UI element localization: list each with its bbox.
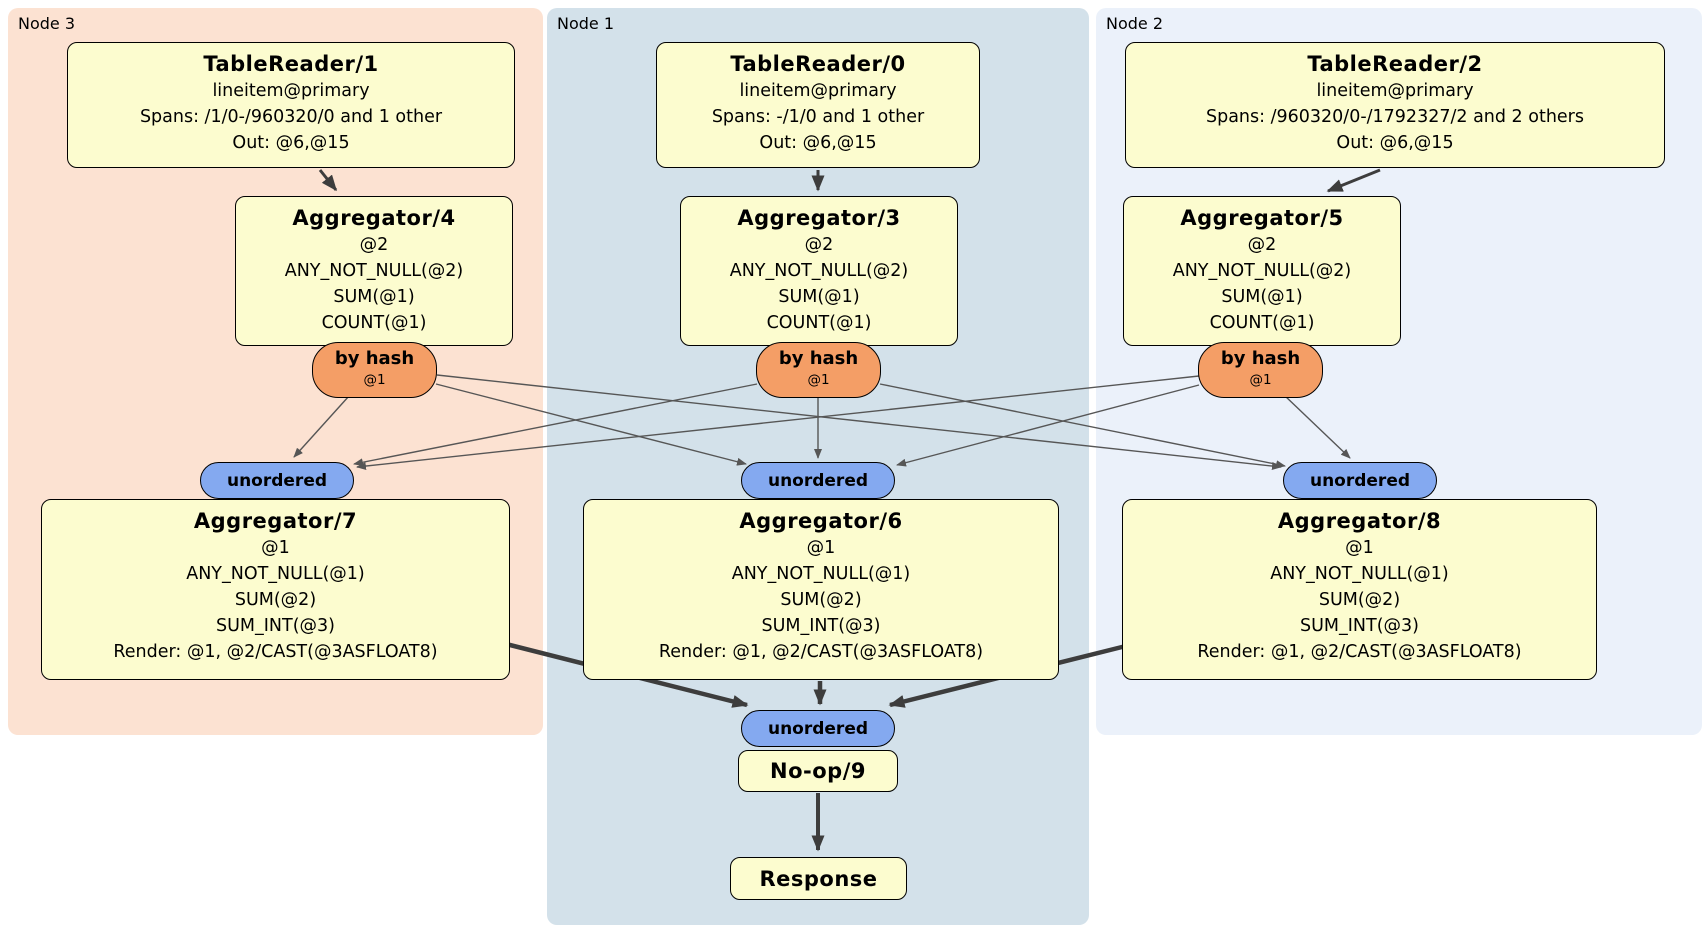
edge-hashL-syncR [436,374,1282,471]
processor-aggregator-7: Aggregator/7 @1 ANY_NOT_NULL(@1) SUM(@2)… [41,499,510,680]
processor-detail: ANY_NOT_NULL(@1) [731,564,911,584]
processor-detail: lineitem@primary [212,81,370,101]
processor-detail: SUM_INT(@3) [1300,616,1419,636]
processor-tablereader-2: TableReader/2 lineitem@primary Spans: /9… [1125,42,1665,168]
sync-label: unordered [767,718,869,739]
edge-hashL-syncM [435,383,747,466]
processor-tablereader-1: TableReader/1 lineitem@primary Spans: /1… [67,42,515,168]
sync-unordered-node2: unordered [1283,462,1437,499]
processor-aggregator-3: Aggregator/3 @2 ANY_NOT_NULL(@2) SUM(@1)… [680,196,958,346]
processor-detail: ANY_NOT_NULL(@1) [186,564,365,584]
processor-detail: @2 [1247,235,1277,255]
region-node1-label: Node 1 [557,14,615,33]
processor-title: No-op/9 [770,759,866,783]
processor-detail: SUM(@2) [780,590,862,610]
processor-detail: ANY_NOT_NULL(@2) [1172,261,1352,281]
sync-unordered-final: unordered [741,710,895,747]
region-node3-label: Node 3 [18,14,76,33]
processor-response: Response [730,857,907,900]
processor-noop-9: No-op/9 [738,750,898,792]
processor-tablereader-0: TableReader/0 lineitem@primary Spans: -/… [656,42,980,168]
processor-aggregator-8: Aggregator/8 @1 ANY_NOT_NULL(@1) SUM(@2)… [1122,499,1597,680]
processor-detail: SUM(@1) [778,287,860,307]
processor-detail: SUM_INT(@3) [761,616,881,636]
processor-detail: SUM(@1) [333,287,415,307]
sync-label: unordered [1309,470,1411,491]
sync-unordered-node1: unordered [741,462,895,499]
router-label: by hash [778,348,859,369]
processor-detail: Out: @6,@15 [1336,133,1454,153]
processor-title: TableReader/1 [203,52,379,76]
processor-detail: SUM(@1) [1221,287,1303,307]
router-by-hash-node3: by hash @1 [312,342,437,398]
processor-title: TableReader/2 [1307,52,1483,76]
processor-detail: Spans: /960320/0-/1792327/2 and 2 others [1205,107,1584,127]
processor-detail: SUM(@2) [234,590,317,610]
edge-tr1-agg4 [318,169,338,192]
processor-title: Aggregator/7 [193,509,358,533]
region-node2-label: Node 2 [1106,14,1164,33]
processor-title: Aggregator/8 [1277,509,1442,533]
sync-label: unordered [226,470,328,491]
processor-detail: ANY_NOT_NULL(@1) [1270,564,1449,584]
edge-hashR-syncR [1283,394,1351,459]
processor-title: Aggregator/4 [292,206,456,230]
sync-label: unordered [767,470,869,491]
processor-detail: SUM_INT(@3) [216,616,335,636]
processor-detail: lineitem@primary [739,81,897,101]
processor-title: Aggregator/6 [739,509,903,533]
router-columns: @1 [363,372,386,388]
processor-title: Response [759,866,878,891]
processor-detail: @1 [806,538,836,558]
edge-hashM-syncR [879,383,1286,469]
processor-detail: Render: @1, @2/CAST(@3ASFLOAT8) [113,642,438,662]
processor-detail: @1 [261,538,290,558]
processor-detail: lineitem@primary [1316,81,1474,101]
processor-detail: @2 [359,235,389,255]
processor-detail: COUNT(@1) [1209,313,1315,333]
processor-aggregator-5: Aggregator/5 @2 ANY_NOT_NULL(@2) SUM(@1)… [1123,196,1401,346]
processor-detail: Spans: -/1/0 and 1 other [711,107,925,127]
edge-tr2-agg5 [1326,168,1381,193]
processor-detail: ANY_NOT_NULL(@2) [729,261,909,281]
processor-aggregator-4: Aggregator/4 @2 ANY_NOT_NULL(@2) SUM(@1)… [235,196,513,346]
processor-title: Aggregator/5 [1180,206,1344,230]
processor-detail: @1 [1345,538,1374,558]
processor-detail: COUNT(@1) [321,313,427,333]
processor-detail: ANY_NOT_NULL(@2) [284,261,464,281]
sync-unordered-node3: unordered [200,462,354,499]
edge-hashR-syncM [896,384,1200,467]
edge-hashM-syncL [353,383,758,467]
router-by-hash-node1: by hash @1 [756,342,881,398]
processor-detail: Render: @1, @2/CAST(@3ASFLOAT8) [1197,642,1522,662]
processor-detail: @2 [804,235,834,255]
processor-detail: COUNT(@1) [766,313,872,333]
processor-detail: SUM(@2) [1318,590,1401,610]
router-label: by hash [334,348,415,369]
edge-hashL-syncL [293,395,350,458]
processor-aggregator-6: Aggregator/6 @1 ANY_NOT_NULL(@1) SUM(@2)… [583,499,1059,680]
router-columns: @1 [1249,372,1272,388]
processor-detail: Render: @1, @2/CAST(@3ASFLOAT8) [658,642,984,662]
router-label: by hash [1220,348,1301,369]
processor-detail: Out: @6,@15 [232,133,350,153]
processor-title: TableReader/0 [730,52,906,76]
edge-hashR-syncL [356,375,1200,471]
router-by-hash-node2: by hash @1 [1198,342,1323,398]
processor-detail: Out: @6,@15 [759,133,877,153]
router-columns: @1 [807,372,830,388]
processor-detail: Spans: /1/0-/960320/0 and 1 other [139,107,443,127]
processor-title: Aggregator/3 [737,206,901,230]
